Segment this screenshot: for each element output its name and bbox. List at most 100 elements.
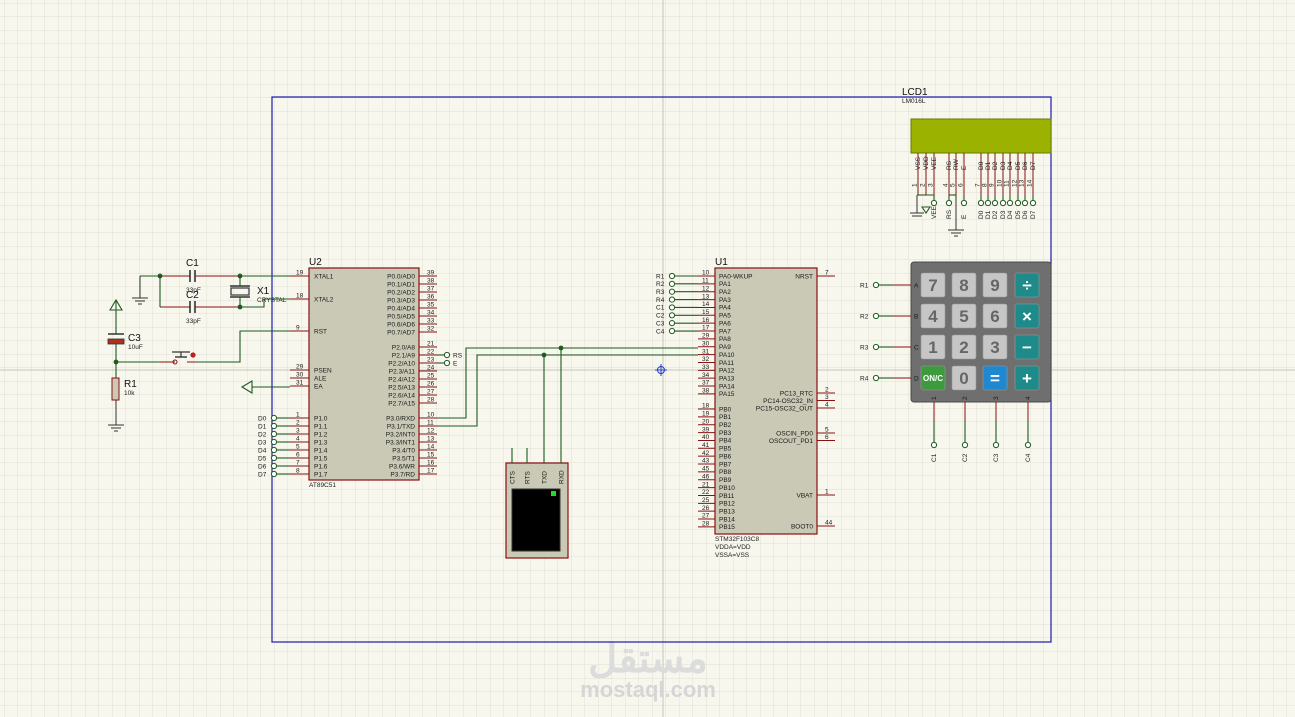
lcd-terminal [960, 199, 968, 207]
u1-pin-num: 43 [702, 458, 710, 465]
u2-pin-num: 33 [427, 318, 435, 325]
lcd-pin-name: VEE [931, 156, 938, 170]
lcd-net-label: VEE [931, 205, 938, 219]
u2-pin-name: P1.6 [314, 463, 328, 470]
lcd-terminal [984, 199, 992, 207]
keypad-key-face [1014, 365, 1040, 391]
lcd-pin-num: 9 [989, 183, 996, 187]
keypad-key[interactable]: 3 [982, 334, 1008, 360]
u1-pa-terminal [668, 320, 676, 327]
lcd-screen [910, 118, 1052, 154]
u1-pin-name: OSCIN_PD0 [776, 430, 813, 437]
u2-pin-name: P2.3/A11 [389, 368, 416, 375]
u2-pin-num: 12 [427, 428, 435, 435]
c1-capacitor[interactable]: C1 33pF [160, 258, 240, 294]
u2-at89c51-microcontroller[interactable]: U2 AT89C51 XTAL119XTAL218RST9PSEN29ALE30… [258, 257, 463, 489]
keypad-key-face [951, 272, 977, 298]
u1-pin-name: VBAT [797, 492, 814, 499]
u2-p1-terminal [270, 446, 278, 454]
u2-pin-num: 5 [296, 444, 300, 451]
keypad-key-label: 9 [990, 276, 999, 295]
u2-pin-num: 24 [427, 365, 435, 372]
u2-pin-name: XTAL2 [314, 296, 334, 303]
keypad-key[interactable]: ON/C [920, 365, 946, 391]
u1-pin-name: PB11 [719, 493, 735, 500]
u1-pin-name: PA11 [719, 360, 734, 367]
lcd-pin-name: VSS [915, 156, 922, 170]
keypad-key[interactable]: 7 [920, 272, 946, 298]
keypad-row-letter: B [914, 313, 918, 320]
keypad-key[interactable]: 5 [951, 303, 977, 329]
keypad-key[interactable]: = [982, 365, 1008, 391]
u1-pin-num: 29 [702, 333, 710, 340]
keypad-key[interactable]: ÷ [1014, 272, 1040, 298]
keypad-key-label: 7 [928, 276, 937, 295]
u2-pin-num: 22 [427, 349, 435, 356]
u2-pin-num: 8 [296, 468, 300, 475]
u1-pin-name: PB0 [719, 406, 732, 413]
u2-pin-name: P2.2/A10 [388, 360, 415, 367]
keypad-key-face [982, 365, 1008, 391]
u1-pin-name: PA10 [719, 352, 735, 359]
keypad-key[interactable]: 9 [982, 272, 1008, 298]
keypad-key[interactable]: × [1014, 303, 1040, 329]
c2-capacitor[interactable]: C2 33pF [160, 290, 240, 325]
lcd-pin-name: E [961, 165, 968, 170]
keypad-key-label: 5 [959, 307, 968, 326]
lcd-net-label: RS [946, 209, 953, 219]
keypad-key[interactable]: 2 [951, 334, 977, 360]
keypad-key[interactable]: 1 [920, 334, 946, 360]
r1-ref: R1 [124, 379, 137, 390]
u2-p1-label: D2 [258, 431, 267, 438]
u1-pin-name: PA3 [719, 297, 731, 304]
keypad-row-letter: D [914, 375, 919, 382]
keypad-key[interactable]: 4 [920, 303, 946, 329]
u1-stm32f103c8-microcontroller[interactable]: U1 STM32F103C8 VDDA=VDD VSSA=VSS PA0-WKU… [656, 257, 835, 559]
u1-right-pins: NRST7PC13_RTC2PC14-OSC32_IN3PC15-OSC32_O… [756, 270, 835, 530]
u1-pin-num: 30 [702, 340, 710, 347]
u1-pin-name: PB3 [719, 430, 732, 437]
lcd-terminal [1014, 199, 1022, 207]
u2-pin-num: 17 [427, 468, 435, 475]
u1-pin-num: 39 [702, 426, 710, 433]
lcd-terminal [977, 199, 985, 207]
u2-pin-name: P3.0/RXD [386, 415, 415, 422]
lcd-ref: LCD1 [902, 87, 928, 98]
lcd-net-label: D4 [1007, 210, 1014, 219]
r1-resistor[interactable]: R1 10k [111, 377, 137, 401]
lcd1-lm016l-display[interactable]: LCD1 LM016L VSS1VDD2VEE3RS4RW5E6D07D18D2… [902, 87, 1052, 219]
u1-pin-num: 22 [702, 489, 710, 496]
reset-pushbutton[interactable] [160, 351, 196, 365]
lcd-pin-name: RS [946, 160, 953, 170]
keypad-row-terminal [872, 374, 880, 382]
keypad-key[interactable]: + [1014, 365, 1040, 391]
u1-pin-num: 40 [702, 434, 710, 441]
u2-left-pins: XTAL119XTAL218RST9PSEN29ALE30EA31P1.01P1… [290, 270, 334, 478]
u2-pin-name: P1.7 [314, 471, 328, 478]
keypad-key[interactable]: 0 [951, 365, 977, 391]
lcd-pin-num: 6 [958, 183, 965, 187]
lcd-terminal [1029, 199, 1037, 207]
keypad-key[interactable]: − [1014, 334, 1040, 360]
lcd-terminal [1021, 199, 1029, 207]
u2-p1-terminal [270, 422, 278, 430]
lcd-pin-num: 4 [943, 183, 950, 187]
u1-pa-terminal [668, 327, 676, 335]
c3-value: 10uF [128, 344, 143, 351]
u1-power1: VDDA=VDD [715, 544, 751, 551]
c2-ref: C2 [186, 290, 199, 301]
keypad-key[interactable]: 8 [951, 272, 977, 298]
keypad-key[interactable]: 6 [982, 303, 1008, 329]
lcd-pin-name: VDD [923, 156, 930, 170]
u1-pin-name: PA14 [719, 383, 735, 390]
u2-p1-terminal [270, 430, 278, 438]
lcd-pin-name: D4 [1007, 161, 1014, 170]
u2-pin-name: P1.2 [314, 431, 328, 438]
u1-pin-num: 3 [825, 394, 829, 401]
